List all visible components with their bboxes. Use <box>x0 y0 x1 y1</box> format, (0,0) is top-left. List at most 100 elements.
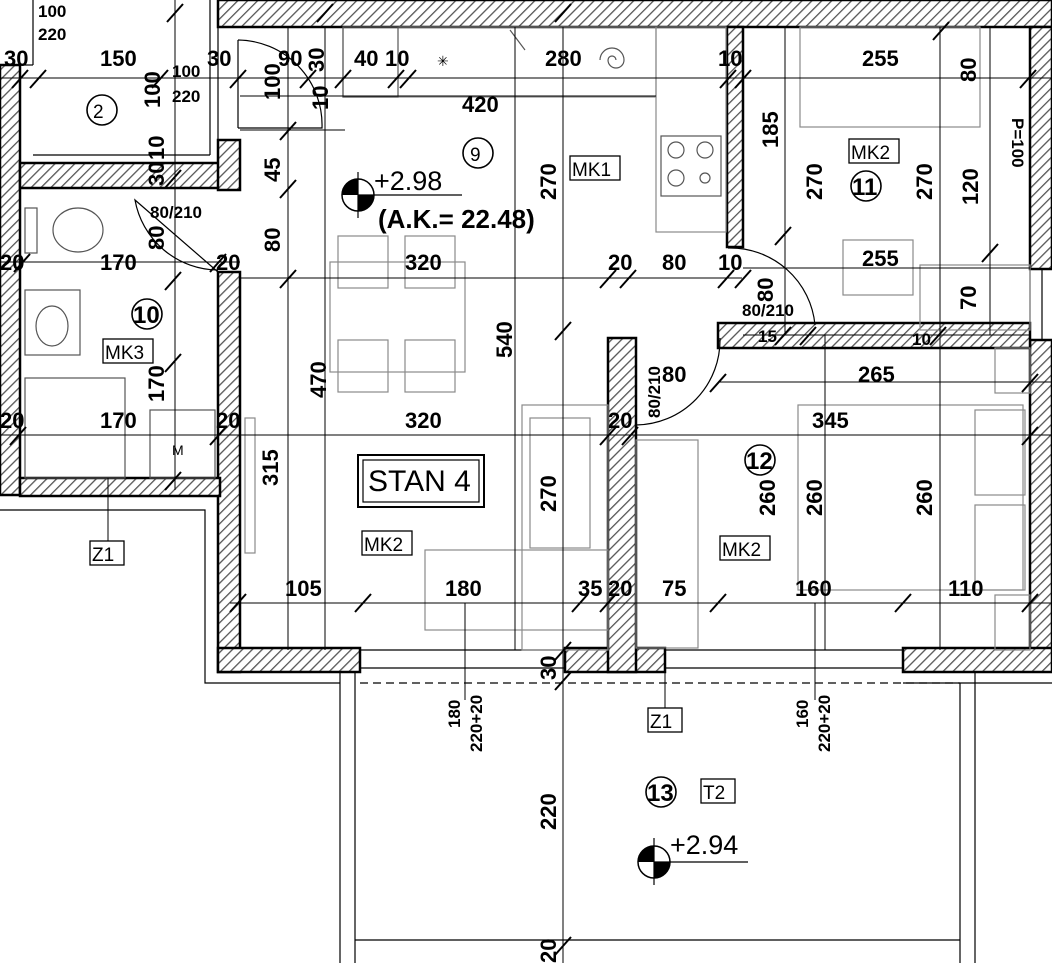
door-labels: 80/210 80/210 80/210 <box>150 203 794 418</box>
dim-220-w: 220 <box>172 87 200 106</box>
dim-470: 470 <box>306 361 331 398</box>
dim-110: 110 <box>948 576 984 601</box>
room-number-11: 11 <box>852 174 877 201</box>
dim-10b: 10 <box>718 46 742 71</box>
dim-345: 345 <box>812 408 849 433</box>
level-main: +2.98 <box>374 166 442 196</box>
dim-10f: 10 <box>912 330 931 349</box>
dim-15: 15 <box>758 327 777 346</box>
dim-20d: 20 <box>0 408 24 433</box>
dim-315: 315 <box>258 449 283 486</box>
dim-100-v2: 100 <box>260 63 285 100</box>
svg-text:M: M <box>172 442 184 458</box>
dim-20a: 20 <box>0 250 24 275</box>
tag-t2: T2 <box>703 783 725 804</box>
dim-260b: 260 <box>802 479 827 516</box>
dim-20b: 20 <box>216 250 240 275</box>
dim-260c: 260 <box>912 479 937 516</box>
dim-20f: 20 <box>608 408 632 433</box>
dim-420: 420 <box>462 92 499 117</box>
door-label-bedroom1: 80/210 <box>742 301 794 320</box>
dim-35: 35 <box>578 576 602 601</box>
dim-265: 265 <box>858 362 895 387</box>
dim-80c: 80 <box>260 228 285 252</box>
dim-160b: 160 <box>793 700 812 728</box>
dim-20c: 20 <box>608 250 632 275</box>
room-number-2: 2 <box>93 102 104 123</box>
dim-220-20b: 220+20 <box>815 695 834 752</box>
dim-255b: 255 <box>862 246 899 271</box>
level-markers: +2.98 (A.K.= 22.48) +2.94 <box>341 166 748 885</box>
dim-20h: 20 <box>536 939 561 963</box>
dim-160: 160 <box>795 576 832 601</box>
dim-90: 90 <box>278 46 302 71</box>
dim-10a: 10 <box>385 46 409 71</box>
dim-170b: 170 <box>144 365 169 402</box>
dim-105: 105 <box>285 576 322 601</box>
dim-270d: 270 <box>536 475 561 512</box>
dim-270c: 270 <box>912 163 937 200</box>
dim-45: 45 <box>260 158 285 182</box>
svg-text:✳: ✳ <box>437 53 449 69</box>
tag-mk1: MK1 <box>572 160 611 181</box>
dim-320b: 320 <box>405 408 442 433</box>
dim-150: 150 <box>100 46 137 71</box>
dim-80a: 80 <box>956 58 981 82</box>
dim-320a: 320 <box>405 250 442 275</box>
dim-120: 120 <box>958 168 983 205</box>
room-number-13: 13 <box>647 780 674 807</box>
dim-185: 185 <box>758 111 783 148</box>
dim-270b: 270 <box>802 163 827 200</box>
dim-75: 75 <box>662 576 686 601</box>
level-ak: (A.K.= 22.48) <box>378 204 535 234</box>
dim-220t: 220 <box>536 793 561 830</box>
dim-30d: 30 <box>144 162 169 186</box>
dim-10d: 10 <box>144 136 169 160</box>
material-tags: MK1 MK2 MK3 MK2 MK2 T2 Z1 Z1 P=100 <box>89 118 1027 804</box>
doors <box>134 39 816 426</box>
dim-10e: 10 <box>718 250 742 275</box>
dim-20e: 20 <box>216 408 240 433</box>
dim-80d: 80 <box>662 250 686 275</box>
window-p-label: P=100 <box>1008 118 1027 168</box>
dim-10c: 10 <box>308 86 333 110</box>
room-number-12: 12 <box>746 448 773 475</box>
dim-180: 180 <box>445 576 482 601</box>
dim-220-20a: 220+20 <box>467 695 486 752</box>
dim-40: 40 <box>354 46 378 71</box>
tag-mk2-living: MK2 <box>364 535 403 556</box>
dim-100-top: 100 <box>38 2 66 21</box>
walls <box>0 0 1052 674</box>
dim-80e: 80 <box>753 278 778 302</box>
dim-100-v: 100 <box>140 71 165 108</box>
dim-30c: 30 <box>304 48 329 72</box>
tag-mk2-room11: MK2 <box>851 143 890 164</box>
dim-540: 540 <box>492 321 517 358</box>
room-number-9: 9 <box>470 145 481 166</box>
dim-280: 280 <box>545 46 582 71</box>
tag-z1-left: Z1 <box>92 545 114 566</box>
tag-mk3: MK3 <box>105 343 144 364</box>
dim-270a: 270 <box>536 163 561 200</box>
tag-z1-bottom: Z1 <box>650 712 672 733</box>
level-terrace: +2.94 <box>670 830 738 860</box>
dim-255a: 255 <box>862 46 899 71</box>
dim-180b: 180 <box>445 700 464 728</box>
dim-80f: 80 <box>662 362 686 387</box>
dim-80b: 80 <box>144 226 169 250</box>
unit-label-box: STAN 4 <box>357 454 485 508</box>
tag-mk2-room12: MK2 <box>722 540 761 561</box>
dimension-ticks <box>9 3 1039 956</box>
unit-label: STAN 4 <box>368 465 471 498</box>
dim-30b: 30 <box>207 46 231 71</box>
door-label-bedroom2: 80/210 <box>645 366 664 418</box>
dimension-labels: 100 220 30 150 100 100 220 30 90 30 100 … <box>0 2 984 963</box>
dim-70: 70 <box>956 286 981 310</box>
room-number-10: 10 <box>133 302 160 329</box>
door-label-bath: 80/210 <box>150 203 202 222</box>
dim-30e: 30 <box>536 656 561 680</box>
dim-170a: 170 <box>100 250 137 275</box>
dim-260a: 260 <box>755 479 780 516</box>
